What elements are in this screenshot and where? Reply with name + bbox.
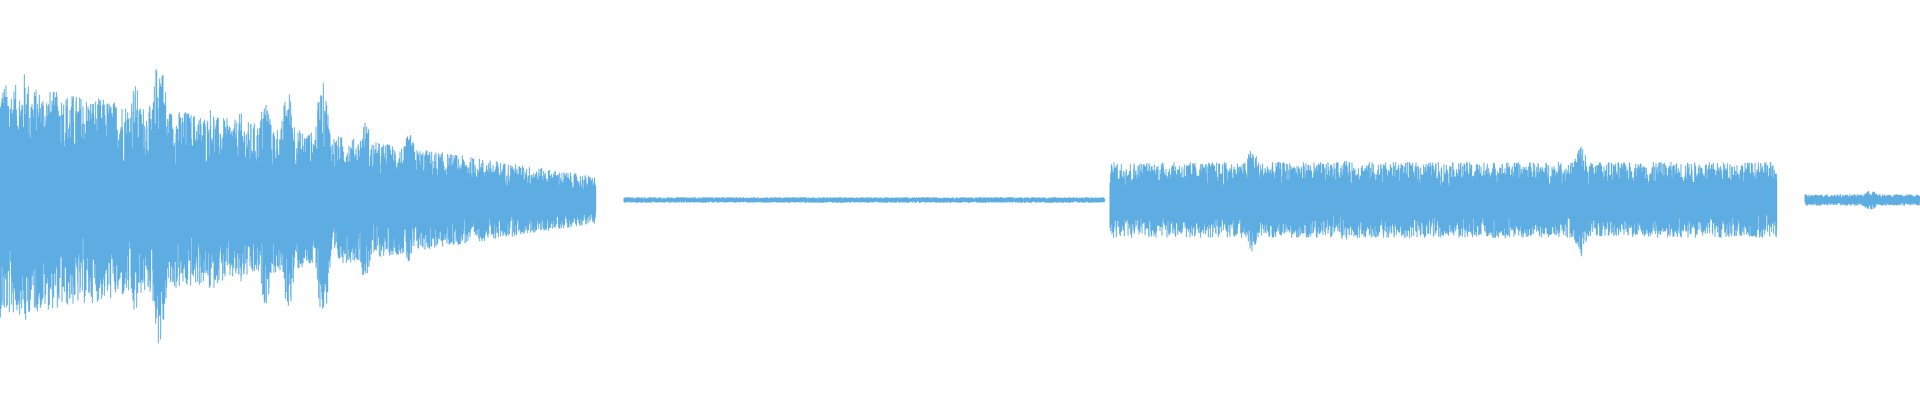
waveform-trace xyxy=(0,69,1920,344)
